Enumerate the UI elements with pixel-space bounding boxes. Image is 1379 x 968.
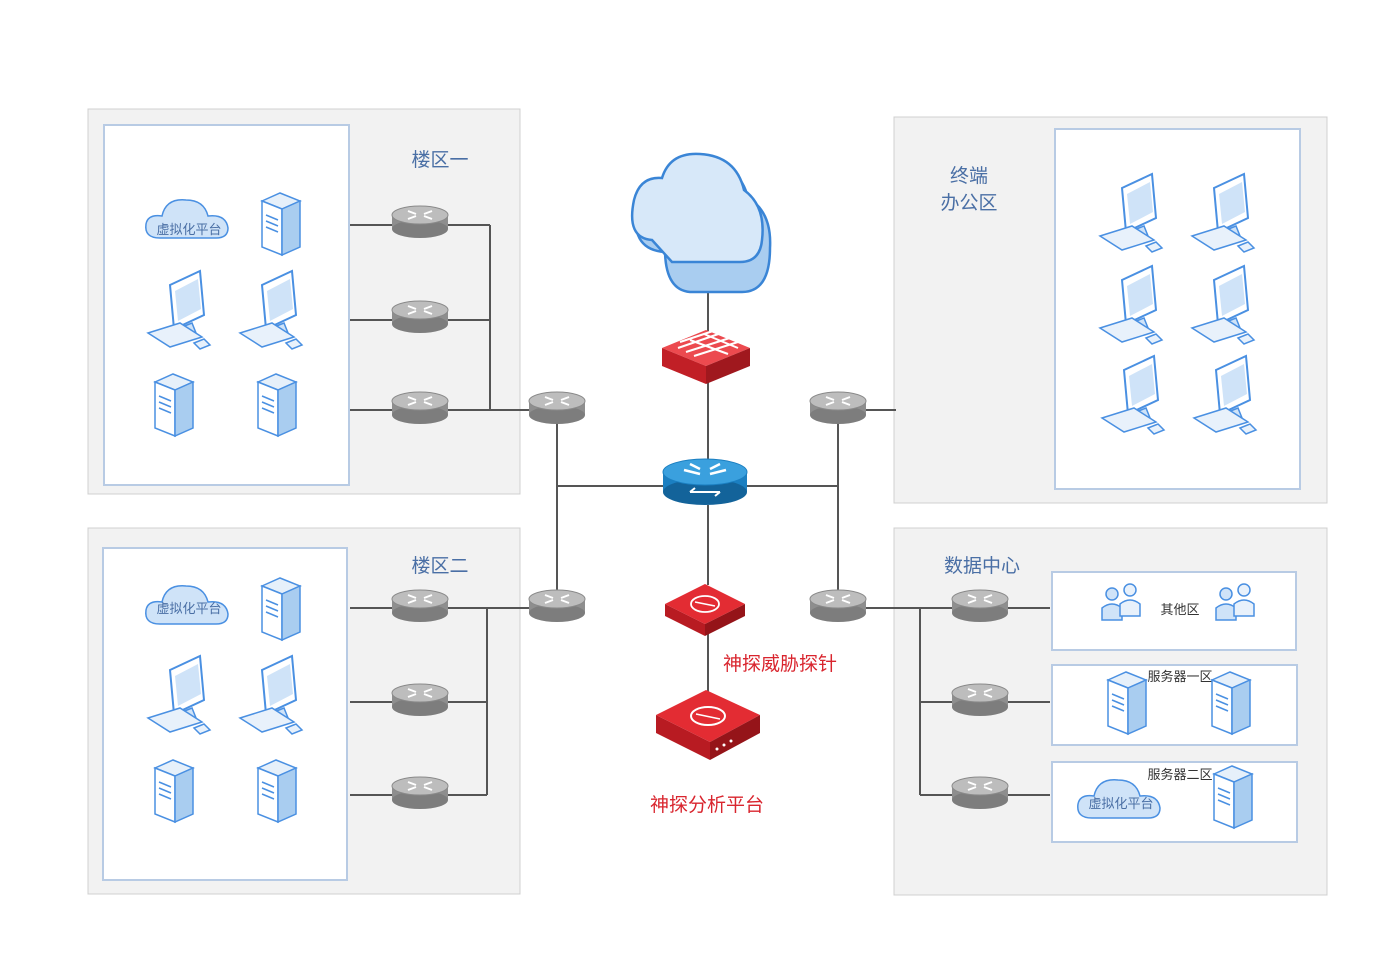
- building1-virt-label: 虚拟化平台: [156, 223, 221, 238]
- threat-probe-icon: [665, 584, 745, 636]
- threat-probe-label: 神探威胁探针: [723, 653, 837, 675]
- router-icon: [391, 589, 449, 623]
- building2-title: 楼区二: [411, 555, 468, 577]
- datacenter-title: 数据中心: [944, 555, 1020, 577]
- analysis-platform-label: 神探分析平台: [650, 794, 764, 816]
- zone-office-inner: [1054, 128, 1301, 490]
- server-zone1-server-icon: [1107, 671, 1147, 735]
- building2-server-icon: [261, 577, 301, 641]
- router-icon: [391, 205, 449, 239]
- server-zone2-server-icon: [1213, 765, 1253, 829]
- zone-other-inner: [1051, 571, 1297, 651]
- building1-server-icon: [261, 192, 301, 256]
- core-switch-icon: [662, 458, 748, 505]
- router-icon: [951, 776, 1009, 810]
- building1-server-icon: [154, 373, 194, 437]
- building2-server-icon: [154, 759, 194, 823]
- building2-virt-label: 虚拟化平台: [156, 602, 221, 617]
- router-icon: [951, 683, 1009, 717]
- server-zone2-label: 服务器二区: [1147, 767, 1212, 783]
- router-icon: [809, 589, 867, 623]
- router-icon: [951, 589, 1009, 623]
- router-icon: [528, 589, 586, 623]
- building1-title: 楼区一: [411, 149, 468, 171]
- zone-building2-inner: [102, 547, 348, 881]
- zone-building1-inner: [103, 124, 350, 486]
- building2-server-icon: [257, 759, 297, 823]
- server-zone2-virt-label: 虚拟化平台: [1088, 797, 1153, 812]
- building1-server-icon: [257, 373, 297, 437]
- server-zone1-label: 服务器一区: [1147, 669, 1212, 685]
- analysis-platform-icon: [656, 690, 760, 760]
- other-zone-label: 其他区: [1160, 603, 1199, 618]
- office-title-line1: 终端: [950, 165, 988, 187]
- office-title-line2: 办公区: [940, 192, 997, 214]
- router-icon: [809, 391, 867, 425]
- router-icon: [391, 300, 449, 334]
- router-icon: [391, 391, 449, 425]
- router-icon: [528, 391, 586, 425]
- internet-cloud-icon: [630, 152, 772, 294]
- firewall-icon: [662, 329, 750, 384]
- router-icon: [391, 776, 449, 810]
- server-zone1-server-icon: [1211, 671, 1251, 735]
- zone-server1-inner: [1051, 664, 1298, 746]
- router-icon: [391, 683, 449, 717]
